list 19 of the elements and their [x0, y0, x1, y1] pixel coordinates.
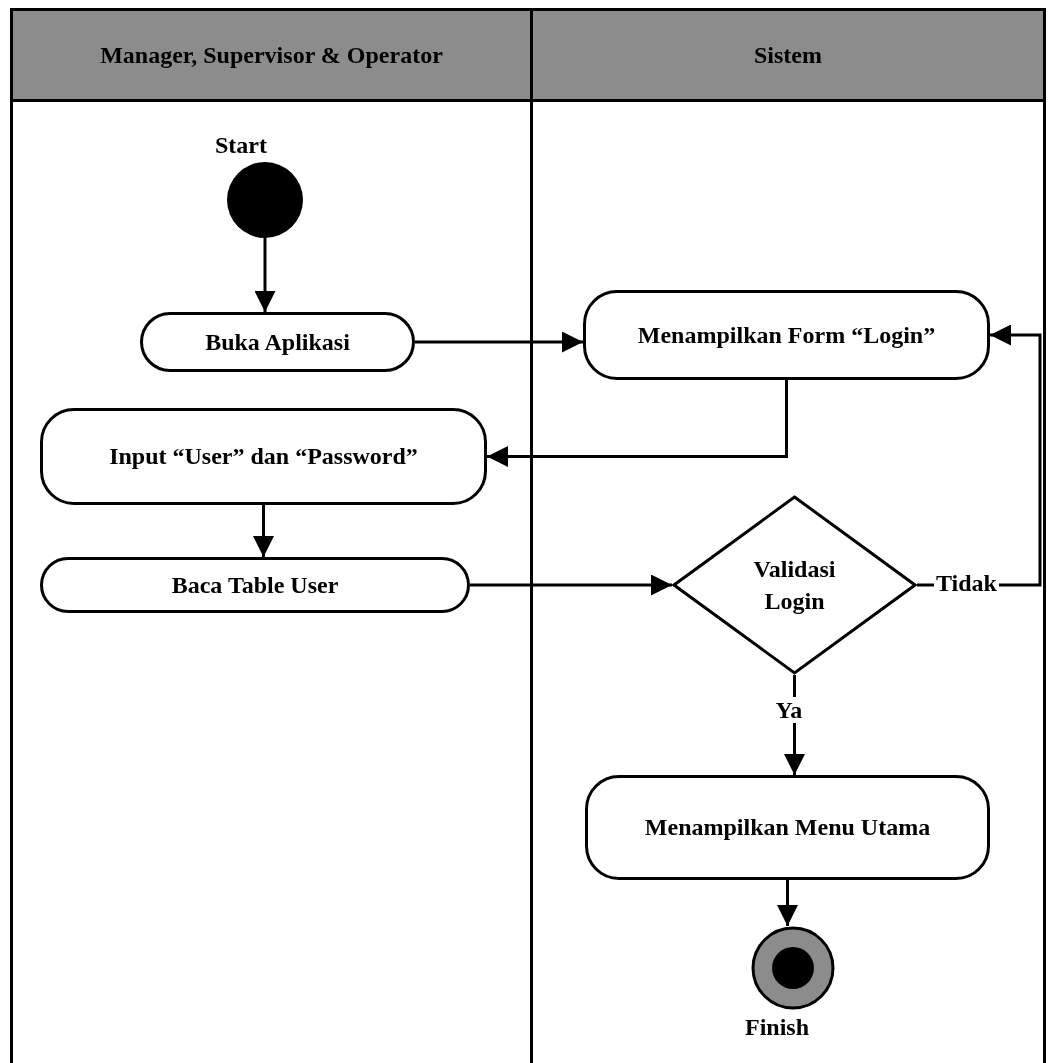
- arrow: [253, 505, 274, 557]
- swimlane: [10, 8, 533, 1063]
- arrow: [777, 880, 798, 926]
- decision-text: Validasi Login: [752, 554, 837, 616]
- activity-box: Menampilkan Form “Login”: [583, 290, 990, 380]
- lane-header: Sistem: [533, 11, 1043, 102]
- node-caption: Finish: [745, 1014, 810, 1041]
- arrow: [254, 238, 276, 312]
- arrow: [470, 574, 672, 596]
- arrow: [415, 331, 583, 353]
- arrow: [487, 380, 788, 467]
- activity-box: Input “User” dan “Password”: [40, 408, 487, 505]
- swimlane: [530, 8, 1046, 1063]
- activity-box: Baca Table User: [40, 557, 470, 613]
- activity-box: Menampilkan Menu Utama: [585, 775, 990, 880]
- activity-box: Buka Aplikasi: [140, 312, 415, 372]
- lane-header: Manager, Supervisor & Operator: [13, 11, 530, 102]
- node-caption: Start: [215, 132, 267, 159]
- edge-label: Ya: [773, 697, 805, 724]
